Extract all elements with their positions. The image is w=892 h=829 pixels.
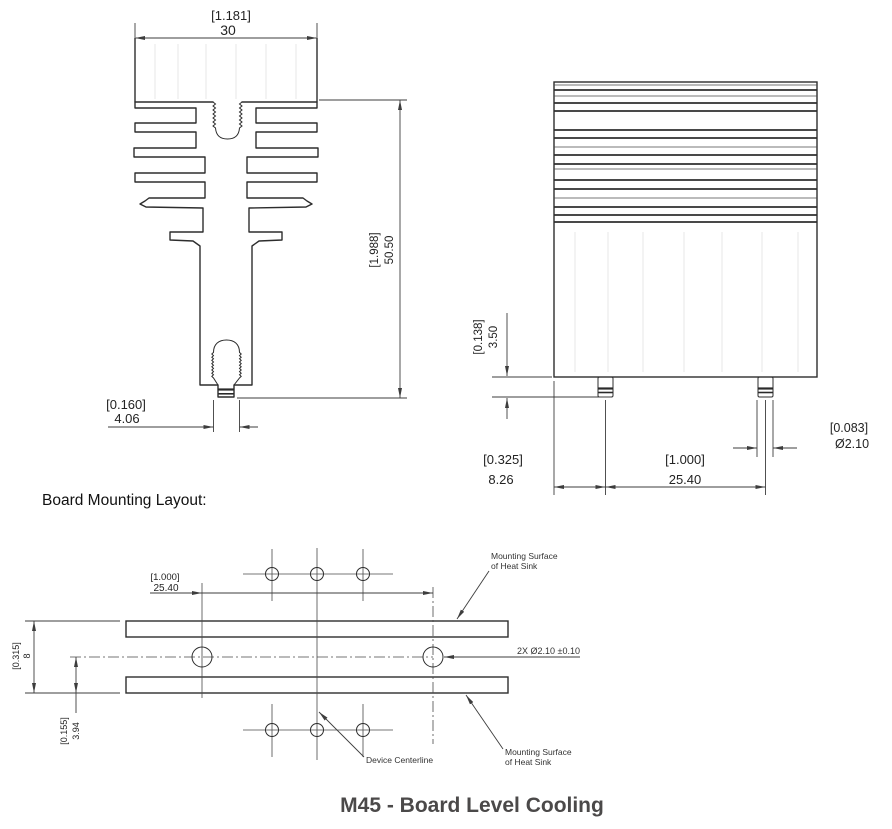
threaded-stud-bottom — [211, 339, 242, 386]
side-pin-diameter-dimension: [0.083] Ø2.10 — [733, 400, 869, 457]
threaded-hole-top — [212, 101, 243, 140]
mounting-surface-label-bottom: Mounting Surface of Heat Sink — [465, 694, 572, 767]
mounting-surface-label-top: Mounting Surface of Heat Sink — [456, 551, 558, 620]
board-height-inches: [0.315] — [11, 642, 21, 670]
board-layout-heading: Board Mounting Layout: — [42, 492, 207, 509]
side-pin-spacing-mm: 25.40 — [669, 472, 702, 487]
side-mounting-pins — [597, 376, 774, 398]
side-pin-length-mm: 3.50 — [488, 326, 500, 348]
front-view: [1.181] 30 [1.988] 50.50 [0.160] 4.06 — [106, 8, 407, 432]
side-edge-offset-inches: [0.325] — [483, 452, 523, 467]
front-stud-dimension: [0.160] 4.06 — [106, 397, 258, 432]
side-pin-length-inches: [0.138] — [473, 319, 485, 354]
device-centerline-text: Device Centerline — [366, 755, 433, 765]
mounting-hole-right — [422, 646, 444, 668]
mounting-surface-top-line2: of Heat Sink — [491, 561, 538, 571]
board-centerline-offset-inches: [0.155] — [59, 717, 69, 745]
side-pin-diameter-mm: Ø2.10 — [835, 437, 869, 451]
mounting-hole-left — [191, 646, 213, 668]
board-hole-spacing-inches: [1.000] — [150, 572, 179, 583]
hole-callout: 2X Ø2.10 ±0.10 — [444, 646, 580, 659]
side-pin-spacing-inches: [1.000] — [665, 452, 705, 467]
front-height-mm: 50.50 — [384, 236, 396, 265]
board-mounting-layout: Board Mounting Layout: — [11, 492, 580, 767]
heatsink-front-profile — [133, 37, 319, 398]
board-hole-spacing-mm: 25.40 — [153, 583, 178, 594]
front-width-mm: 30 — [220, 22, 236, 38]
front-width-dimension: [1.181] 30 — [134, 8, 318, 40]
board-height-mm: 8 — [22, 653, 32, 658]
side-fin-lines — [554, 84, 817, 223]
drawing-title: M45 - Board Level Cooling — [340, 794, 604, 817]
mounting-surface-top-line1: Mounting Surface — [491, 551, 558, 561]
front-height-dimension: [1.988] 50.50 — [237, 99, 407, 399]
board-height-dimension: [0.315] 8 — [11, 620, 120, 694]
side-body-texture — [574, 232, 799, 372]
side-pin-length-dimension: [0.138] 3.50 — [473, 313, 611, 419]
mounting-surface-bottom-line1: Mounting Surface — [505, 747, 572, 757]
device-centerline-label: Device Centerline — [318, 711, 433, 765]
board-centerline-offset-dimension: [0.155] 3.94 — [59, 657, 81, 745]
front-stud-mm: 4.06 — [114, 411, 139, 426]
side-edge-offset-mm: 8.26 — [488, 472, 513, 487]
side-view: [0.138] 3.50 [0.325] 8.26 [1.000] 25.40 … — [473, 81, 869, 495]
pin-holes-bottom — [243, 704, 393, 757]
hole-callout-text: 2X Ø2.10 ±0.10 — [517, 646, 580, 656]
front-stud-inches: [0.160] — [106, 397, 146, 412]
side-pin-spacing-dimension: [1.000] 25.40 — [605, 400, 766, 495]
left-pin — [597, 376, 614, 398]
centerlines — [70, 548, 434, 760]
front-width-inches: [1.181] — [211, 8, 251, 23]
pin-holes-top — [243, 549, 393, 601]
side-pin-diameter-inches: [0.083] — [830, 421, 868, 435]
board-centerline-offset-mm: 3.94 — [71, 722, 81, 740]
side-edge-offset-dimension: [0.325] 8.26 — [483, 381, 606, 495]
front-body-texture — [154, 44, 297, 99]
front-pin-bands — [218, 388, 234, 395]
right-pin — [757, 376, 774, 398]
board-hole-spacing-dimension: [1.000] 25.40 — [150, 572, 433, 595]
mounting-surface-bottom-line2: of Heat Sink — [505, 757, 552, 767]
heatsink-side-body — [553, 81, 818, 378]
front-height-inches: [1.988] — [369, 232, 381, 267]
